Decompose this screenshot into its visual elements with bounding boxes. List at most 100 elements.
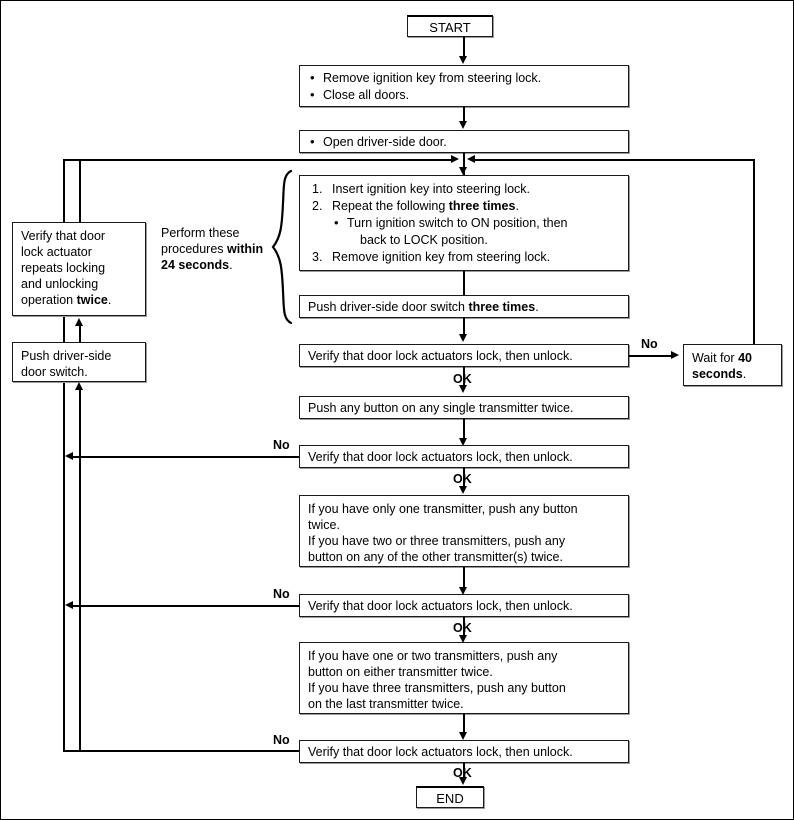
node-end: END <box>416 786 484 808</box>
node-verify-actuators-3: Verify that door lock actuators lock, th… <box>299 594 629 617</box>
arrowhead-push-any <box>459 385 467 393</box>
node-verify-actuator-repeats-twice: Verify that door lock actuator repeats l… <box>12 222 146 316</box>
arrowhead-no-loop-1 <box>65 452 73 460</box>
transmitter-a-line-2: twice. <box>308 518 340 532</box>
push-switch-left-line-2: door switch. <box>21 365 88 379</box>
grouping-brace <box>269 169 295 325</box>
verify-twice-line-5-bold: twice <box>76 293 108 307</box>
note-line-3-bold: 24 seconds <box>161 258 230 272</box>
connector-open-door-to-keysteps <box>463 153 465 175</box>
arrowhead-end <box>459 777 467 785</box>
open-door-bullet-list: Open driver-side door. <box>308 133 622 151</box>
key-step-3-text: Remove ignition key from steering lock. <box>332 250 551 264</box>
key-steps-ordered-list: Insert ignition key into steering lock. … <box>310 181 622 266</box>
node-wait-40-seconds: Wait for 40 seconds. <box>683 344 782 386</box>
note-line-1: Perform these <box>161 226 240 240</box>
verify1-text: Verify that door lock actuators lock, th… <box>308 349 573 363</box>
key-step-2-sub: Turn ignition switch to ON position, the… <box>332 214 622 249</box>
verify-twice-line-5: operation twice. <box>21 292 141 308</box>
node-end-label: END <box>436 791 463 806</box>
key-step-2-sub-line2: back to LOCK position. <box>360 233 488 247</box>
note-line-2-bold: within <box>227 242 264 256</box>
node-push-driver-side-door-switch: Push driver-side door switch. <box>12 342 146 382</box>
node-start-label: START <box>429 20 471 35</box>
note-line-2-pre: procedures <box>161 242 228 256</box>
branch-no-to-wait-line <box>629 355 675 357</box>
label-no-loop-2: No <box>273 587 290 601</box>
arrowhead-transmitter-b <box>459 635 467 643</box>
key-step-2-sub-line1: Turn ignition switch to ON position, the… <box>347 216 568 230</box>
push-switch-post: . <box>535 300 539 314</box>
label-ok-3: OK <box>453 621 472 635</box>
loop-rail-left-top <box>63 159 453 161</box>
transmitter-b-line-2: button on either transmitter twice. <box>308 665 493 679</box>
verify-twice-line-1: Verify that door <box>21 229 106 243</box>
arrowhead-verify3 <box>459 587 467 595</box>
node-prep: Remove ignition key from steering lock. … <box>299 65 629 107</box>
wait-pre: Wait for <box>692 351 739 365</box>
key-step-1: Insert ignition key into steering lock. <box>310 181 622 198</box>
transmitter-a-line-1: If you have only one transmitter, push a… <box>308 502 578 516</box>
node-transmitter-instructions-b: If you have one or two transmitters, pus… <box>299 642 629 714</box>
key-step-2-bold: three times <box>448 199 516 213</box>
label-no-loop-1: No <box>273 438 290 452</box>
connector-verifytwice-to-rail <box>79 159 81 222</box>
key-step-2: Repeat the following three times. Turn i… <box>310 198 622 249</box>
arrowhead-no-loop-2 <box>65 601 73 609</box>
key-step-1-text: Insert ignition key into steering lock. <box>332 182 531 196</box>
verify-twice-line-3: repeats locking <box>21 261 106 275</box>
verify4-text: Verify that door lock actuators lock, th… <box>308 745 573 759</box>
label-ok-1: OK <box>453 372 472 386</box>
label-ok-4: OK <box>453 766 472 780</box>
arrowhead-no-to-wait <box>671 351 679 359</box>
node-open-driver-door: Open driver-side door. <box>299 130 629 153</box>
branch-no-loop-2-line <box>71 605 299 607</box>
connector-start-to-prep <box>463 37 465 59</box>
transmitter-b-line-3: If you have three transmitters, push any… <box>308 681 566 695</box>
label-no-loop-3: No <box>273 733 290 747</box>
key-step-2-pre: Repeat the following <box>332 199 449 213</box>
arrowhead-verify2 <box>459 438 467 446</box>
arrowhead-up-to-verifytwice <box>75 318 83 326</box>
transmitter-a-line-4: button on any of the other transmitter(s… <box>308 550 563 564</box>
wait-post: . <box>742 367 747 381</box>
verify-twice-line-4: and unlocking <box>21 277 99 291</box>
connector-keysteps-to-pushswitch <box>463 271 465 295</box>
transmitter-b-line-4: on the last transmitter twice. <box>308 697 464 711</box>
push-switch-pre: Push driver-side door switch <box>308 300 469 314</box>
key-step-3: Remove ignition key from steering lock. <box>310 249 622 266</box>
loop-rail-left-vertical <box>63 159 65 750</box>
arrowhead-left-loop-join <box>451 155 459 163</box>
push-any-single-text: Push any button on any single transmitte… <box>308 401 574 415</box>
verify-twice-line-5-pre: operation <box>21 293 77 307</box>
note-line-3-post: . <box>229 258 233 272</box>
connector-verify2-to-transmitter-a <box>463 468 465 490</box>
arrowhead-right-loop-join <box>467 155 475 163</box>
connector-verify1-to-push-any <box>463 367 465 389</box>
prep-bullet-1: Remove ignition key from steering lock. <box>308 69 622 87</box>
connector-rail-to-pushswitchleft <box>79 387 81 750</box>
loop-rail-right-vertical <box>753 159 755 355</box>
branch-no-loop-1-line <box>71 456 299 458</box>
key-step-2-post: . <box>515 199 519 213</box>
connector-verify4-to-end <box>463 763 465 781</box>
transmitter-b-line-1: If you have one or two transmitters, pus… <box>308 649 558 663</box>
connector-verify3-to-transmitter-b <box>463 617 465 639</box>
arrowhead-verify4 <box>459 732 467 740</box>
transmitter-a-line-3: If you have two or three transmitters, p… <box>308 534 566 548</box>
connector-transmittera-to-verify3 <box>463 567 465 591</box>
arrowhead-keysteps <box>459 167 467 175</box>
connector-pushswitch-to-verify1 <box>463 318 465 338</box>
verify-twice-line-2: lock actuator <box>21 245 92 259</box>
loop-rail-right-top <box>475 159 755 161</box>
node-key-steps: Insert ignition key into steering lock. … <box>299 175 629 271</box>
node-verify-actuators-4: Verify that door lock actuators lock, th… <box>299 740 629 763</box>
connector-prep-to-open <box>463 107 465 125</box>
prep-bullet-list: Remove ignition key from steering lock. … <box>308 69 622 104</box>
note-perform-within-24-seconds: Perform these procedures within 24 secon… <box>161 225 263 273</box>
arrowhead-transmitter-a <box>459 486 467 494</box>
node-verify-actuators-2: Verify that door lock actuators lock, th… <box>299 445 629 468</box>
node-verify-actuators-1: Verify that door lock actuators lock, th… <box>299 344 629 367</box>
connector-pushany-to-verify2 <box>463 419 465 442</box>
